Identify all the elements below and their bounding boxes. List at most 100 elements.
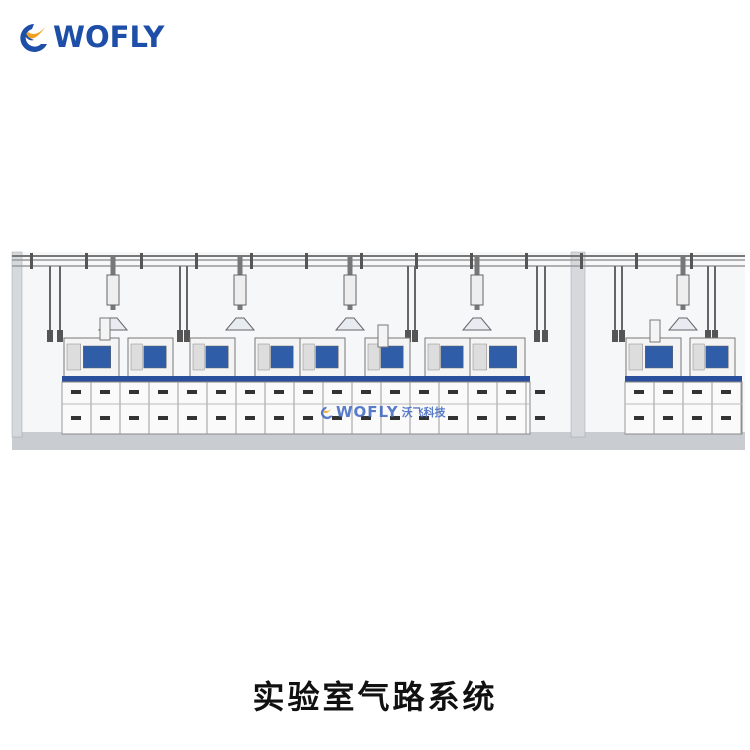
cabinet-handle bbox=[245, 390, 255, 394]
cabinet-handle bbox=[663, 416, 673, 420]
instrument-screen bbox=[489, 345, 517, 369]
instrument-screen bbox=[705, 345, 729, 369]
instrument-screen bbox=[315, 345, 339, 369]
pipe-clamp bbox=[305, 253, 308, 269]
bench-countertop bbox=[625, 376, 742, 382]
cabinet-handle bbox=[419, 390, 429, 394]
wofly-swirl-icon bbox=[320, 406, 333, 419]
pipe-clamp bbox=[470, 253, 473, 269]
column-oven bbox=[649, 319, 661, 343]
drop-valve bbox=[712, 330, 718, 342]
column-oven bbox=[377, 324, 389, 348]
instrument-panel bbox=[472, 343, 487, 371]
cabinet-handle bbox=[477, 390, 487, 394]
fume-hood-icon bbox=[334, 317, 366, 331]
instrument-panel bbox=[628, 343, 643, 371]
lab-gas-system-diagram bbox=[11, 251, 745, 450]
wofly-swirl-icon bbox=[20, 24, 47, 52]
pipe-clamp bbox=[360, 253, 363, 269]
pipe-clamp bbox=[195, 253, 198, 269]
cabinet-handle bbox=[129, 416, 139, 420]
brand-name: WOFLY bbox=[53, 20, 165, 54]
cabinet-handle bbox=[216, 416, 226, 420]
cabinet-handle bbox=[100, 416, 110, 420]
instrument-screen bbox=[143, 345, 167, 369]
arm-joint bbox=[233, 274, 247, 306]
instrument-screen bbox=[440, 345, 464, 369]
cabinet-handle bbox=[692, 390, 702, 394]
cabinet-handle bbox=[158, 390, 168, 394]
cabinet-handle bbox=[361, 416, 371, 420]
instrument-panel bbox=[192, 343, 205, 371]
instrument-panel bbox=[66, 343, 81, 371]
instrument-panel bbox=[427, 343, 440, 371]
bench-cabinet bbox=[61, 381, 531, 435]
pipe-clamp bbox=[85, 253, 88, 269]
pipe-clamp bbox=[30, 253, 33, 269]
cabinet-handle bbox=[535, 416, 545, 420]
brand-logo: WOFLY bbox=[14, 20, 164, 54]
cabinet-handle bbox=[692, 416, 702, 420]
bench-countertop bbox=[62, 376, 530, 382]
drop-valve bbox=[542, 330, 548, 342]
pipe-clamp bbox=[415, 253, 418, 269]
watermark-brand: WOFLY bbox=[336, 403, 399, 421]
cabinet-handle bbox=[129, 390, 139, 394]
cabinet-handle bbox=[448, 390, 458, 394]
cabinet-handle bbox=[721, 416, 731, 420]
drop-valve bbox=[612, 330, 618, 342]
floor bbox=[12, 432, 745, 450]
cabinet-handle bbox=[245, 416, 255, 420]
cabinet-handle bbox=[187, 390, 197, 394]
pipe-clamp bbox=[250, 253, 253, 269]
fume-hood-icon bbox=[667, 317, 699, 331]
instrument-screen bbox=[270, 345, 294, 369]
cabinet-handle bbox=[274, 416, 284, 420]
watermark: WOFLY 沃飞科技 bbox=[318, 403, 446, 421]
fume-hood-icon bbox=[461, 317, 493, 331]
cabinet-handle bbox=[332, 416, 342, 420]
cabinet-handle bbox=[216, 390, 226, 394]
drop-valve bbox=[412, 330, 418, 342]
cabinet-handle bbox=[71, 390, 81, 394]
cabinet-handle bbox=[663, 390, 673, 394]
drop-valve bbox=[405, 330, 411, 342]
cabinet-handle bbox=[506, 416, 516, 420]
watermark-cn: 沃飞科技 bbox=[401, 407, 446, 419]
cabinet-handle bbox=[448, 416, 458, 420]
caption-title: 实验室气路系统 bbox=[252, 678, 498, 716]
arm-joint bbox=[676, 274, 690, 306]
pipe-clamp bbox=[580, 253, 583, 269]
arm-joint bbox=[106, 274, 120, 306]
cabinet-handle bbox=[634, 390, 644, 394]
cabinet-handle bbox=[100, 390, 110, 394]
drop-valve bbox=[177, 330, 183, 342]
instrument-panel bbox=[257, 343, 270, 371]
cabinet-handle bbox=[477, 416, 487, 420]
cabinet-handle bbox=[390, 390, 400, 394]
pipe-clamp bbox=[635, 253, 638, 269]
drop-valve bbox=[47, 330, 53, 342]
cabinet-handle bbox=[303, 416, 313, 420]
cabinet-handle bbox=[535, 390, 545, 394]
cabinet-handle bbox=[390, 416, 400, 420]
cabinet-handle bbox=[361, 390, 371, 394]
instrument-panel bbox=[302, 343, 315, 371]
cabinet-handle bbox=[158, 416, 168, 420]
cabinet-handle bbox=[419, 416, 429, 420]
left-wall bbox=[11, 251, 23, 438]
instrument-screen bbox=[205, 345, 229, 369]
pipe-clamp bbox=[140, 253, 143, 269]
arm-joint bbox=[343, 274, 357, 306]
pipe-clamp bbox=[690, 253, 693, 269]
cabinet-handle bbox=[506, 390, 516, 394]
drop-valve bbox=[184, 330, 190, 342]
drop-valve bbox=[534, 330, 540, 342]
pipe-clamp bbox=[525, 253, 528, 269]
cabinet-handle bbox=[274, 390, 284, 394]
drop-valve bbox=[57, 330, 63, 342]
cabinet-handle bbox=[71, 416, 81, 420]
cabinet-handle bbox=[187, 416, 197, 420]
arm-joint bbox=[470, 274, 484, 306]
instrument-panel bbox=[367, 343, 380, 371]
